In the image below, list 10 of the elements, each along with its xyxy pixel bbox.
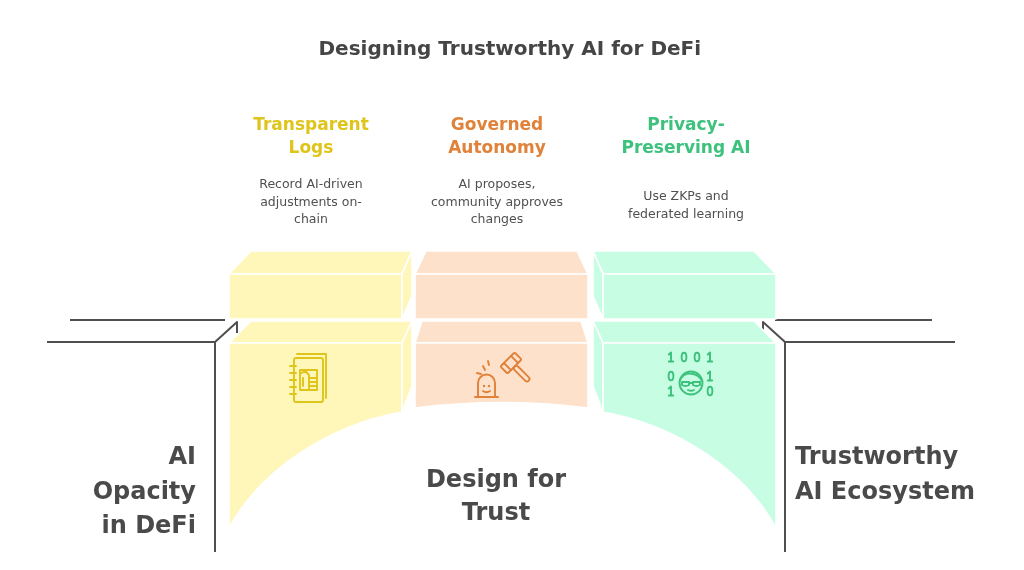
column-heading: Transparent Logs (252, 112, 370, 159)
column-heading: Governed Autonomy (447, 112, 547, 159)
column-description: Record AI-driven adjustments on-chain (258, 175, 364, 228)
column-heading: Privacy-Preserving AI (620, 112, 752, 159)
section-label: Design for Trust (424, 464, 568, 528)
section-label: Trustworthy AI Ecosystem (795, 441, 976, 507)
section-label: AI Opacity in DeFi (91, 441, 196, 541)
column-description: Use ZKPs and federated learning (627, 187, 745, 222)
diagram-title: Designing Trustworthy AI for DeFi (318, 36, 703, 60)
column-description: AI proposes, community approves changes (429, 175, 565, 228)
